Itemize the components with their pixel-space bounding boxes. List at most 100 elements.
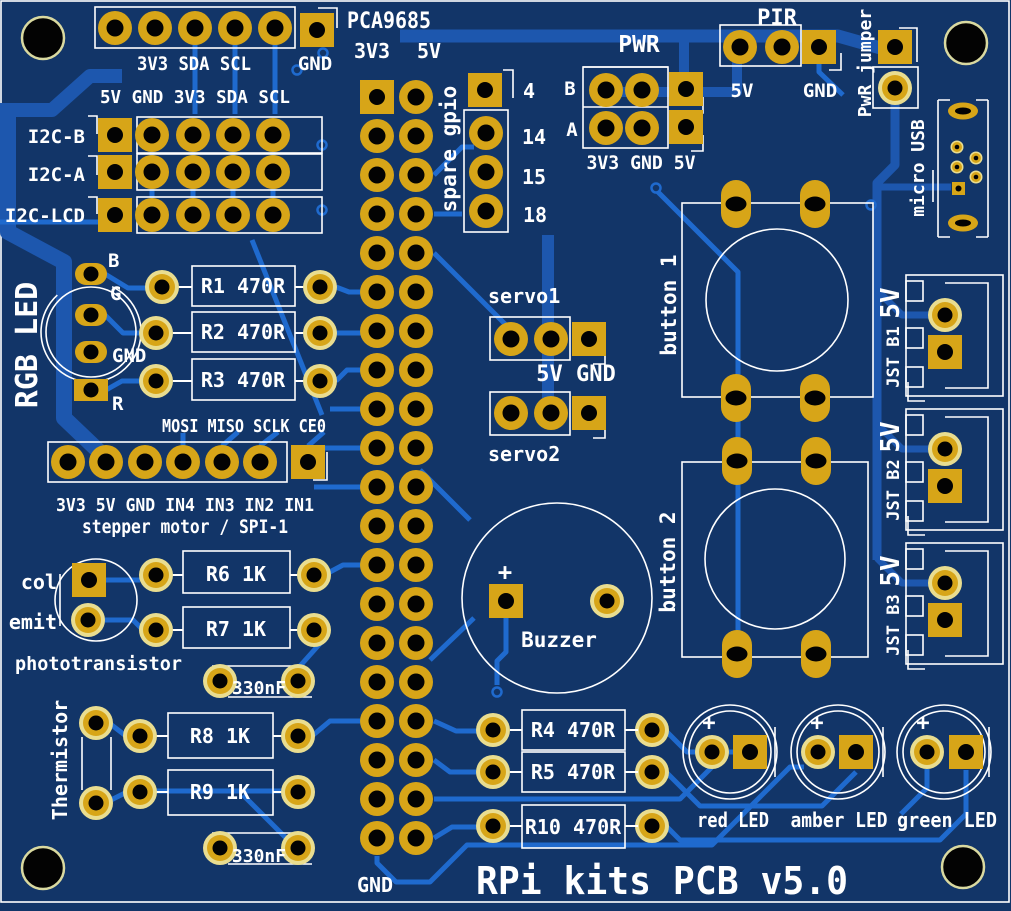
rgb-led-label: RGB LED bbox=[10, 282, 45, 408]
button1-label: button 1 bbox=[657, 254, 681, 355]
buzzer-label: Buzzer bbox=[521, 628, 597, 652]
pwr-label: PWR bbox=[618, 32, 660, 58]
resistor-leads bbox=[510, 729, 638, 827]
r5-outline bbox=[521, 751, 626, 793]
micro-usb-label: micro USB bbox=[908, 119, 929, 217]
top-header-outline bbox=[94, 6, 296, 49]
amber-led-plus: + bbox=[810, 711, 823, 736]
silkscreen-text: PCA9685 3V3 SDA SCL GND 5V GND 3V3 SDA S… bbox=[5, 6, 997, 903]
board-title: RPi kits PCB v5.0 bbox=[476, 859, 848, 903]
gpio-3v3-label: 3V3 bbox=[354, 39, 390, 63]
thermistor-outline bbox=[81, 737, 112, 790]
jst-b1-label: JST B1 bbox=[884, 326, 904, 387]
spare-pin-18: 18 bbox=[523, 203, 547, 227]
jst-b2-label: JST B2 bbox=[884, 459, 904, 520]
photo-col-label: col bbox=[21, 570, 57, 594]
gpio-gnd-label: GND bbox=[357, 873, 393, 897]
i2c-a-label: I2C-A bbox=[28, 164, 86, 186]
r3-outline bbox=[191, 358, 296, 401]
amber-led-outline bbox=[790, 704, 886, 800]
r7-label: R7 1K bbox=[206, 617, 266, 641]
green-led-label: green LED bbox=[897, 808, 997, 832]
i2c-lcd-label: I2C-LCD bbox=[5, 205, 85, 227]
green-led-outline bbox=[896, 704, 992, 800]
servo-pins-label: 5V GND bbox=[536, 362, 615, 387]
pir-label: PIR bbox=[757, 6, 797, 31]
r10-label: R10 470R bbox=[525, 815, 622, 839]
micro-usb-outline bbox=[932, 99, 989, 238]
red-led-plus: + bbox=[702, 711, 715, 736]
jst-b2-5v-label: 5V bbox=[876, 421, 906, 452]
stepper-caption: stepper motor / SPI-1 bbox=[82, 516, 288, 538]
pca9685-label: PCA9685 bbox=[347, 9, 431, 34]
i2c-b-label: I2C-B bbox=[28, 126, 85, 148]
top-header-gnd-label: GND bbox=[298, 53, 332, 75]
button1-outline bbox=[681, 202, 874, 398]
r7-outline bbox=[182, 606, 291, 649]
jst-b3-5v-label: 5V bbox=[876, 555, 906, 586]
rgb-g-label: G bbox=[110, 283, 121, 305]
spare-pin-4: 4 bbox=[523, 79, 535, 103]
micro-usb-pads bbox=[948, 102, 983, 232]
gpio-5v-label: 5V bbox=[417, 39, 441, 63]
pwr-b-label: B bbox=[564, 78, 575, 100]
jst-b3-label: JST B3 bbox=[884, 594, 904, 655]
photo-emit-label: emit bbox=[9, 610, 57, 634]
thermistor-label: Thermistor bbox=[48, 700, 72, 820]
r4-outline bbox=[521, 709, 626, 751]
pads bbox=[20, 11, 989, 891]
stepper-pins-label: 3V3 5V GND IN4 IN3 IN2 IN1 bbox=[56, 495, 314, 516]
jst-b3-outline bbox=[905, 542, 1004, 670]
rgb-led-outline bbox=[45, 286, 137, 378]
rgb-r-label: R bbox=[112, 393, 124, 415]
amber-led-label: amber LED bbox=[791, 808, 888, 832]
r4-label: R4 470R bbox=[531, 718, 616, 742]
spare-pin-15: 15 bbox=[522, 165, 546, 189]
buzzer-outline bbox=[461, 502, 653, 694]
spi-pins-label: MOSI MISO SCLK CE0 bbox=[162, 416, 326, 437]
servo2-label: servo2 bbox=[488, 442, 560, 466]
i2c-pins-label: 5V GND 3V3 SDA SCL bbox=[100, 87, 290, 108]
jst-b1-5v-label: 5V bbox=[876, 287, 906, 318]
spare-gpio-label: spare gpio bbox=[437, 86, 461, 212]
servo1-label: servo1 bbox=[488, 284, 560, 308]
top-header-pins-label: 3V3 SDA SCL bbox=[137, 53, 251, 75]
phototransistor-outline bbox=[54, 558, 138, 642]
pir-5v-label: 5V bbox=[731, 80, 754, 102]
c1-label: 330nF bbox=[232, 678, 286, 699]
pwr-jumper-outline bbox=[872, 66, 919, 109]
r6-label: R6 1K bbox=[206, 562, 266, 586]
jst-b2-outline bbox=[905, 408, 1004, 536]
mounting-holes bbox=[20, 15, 989, 891]
r5-label: R5 470R bbox=[531, 760, 616, 784]
rgb-b-label: B bbox=[108, 250, 119, 272]
buzzer-plus-label: + bbox=[498, 558, 512, 586]
button2-outline bbox=[681, 461, 869, 658]
pwr-jumper-label: PwR jumper bbox=[855, 9, 876, 118]
rgb-gnd-label: GND bbox=[112, 345, 146, 367]
r9-label: R9 1K bbox=[190, 780, 250, 804]
pir-pads bbox=[723, 30, 836, 64]
pir-outline bbox=[719, 24, 802, 67]
green-led-plus: + bbox=[916, 711, 929, 736]
r6-outline bbox=[182, 550, 291, 594]
silkscreen-outlines bbox=[40, 6, 1004, 865]
r8-label: R8 1K bbox=[190, 724, 250, 748]
i2c-pads bbox=[98, 118, 290, 232]
pwr-a-label: A bbox=[566, 119, 578, 141]
jst-b1-outline bbox=[905, 274, 1004, 402]
servo1-outline bbox=[489, 316, 571, 361]
r2-label: R2 470R bbox=[201, 320, 286, 344]
phototransistor-label: phototransistor bbox=[15, 653, 182, 675]
spare-pin-14: 14 bbox=[522, 125, 546, 149]
spare-gpio-outline bbox=[463, 109, 509, 233]
stepper-outline bbox=[47, 441, 288, 483]
c2-label: 330nF bbox=[232, 846, 286, 867]
pir-gnd-label: GND bbox=[803, 80, 837, 102]
r3-label: R3 470R bbox=[201, 368, 286, 392]
r1-label: R1 470R bbox=[201, 274, 286, 298]
r10-outline bbox=[521, 804, 626, 849]
red-led-label: red LED bbox=[697, 808, 769, 832]
